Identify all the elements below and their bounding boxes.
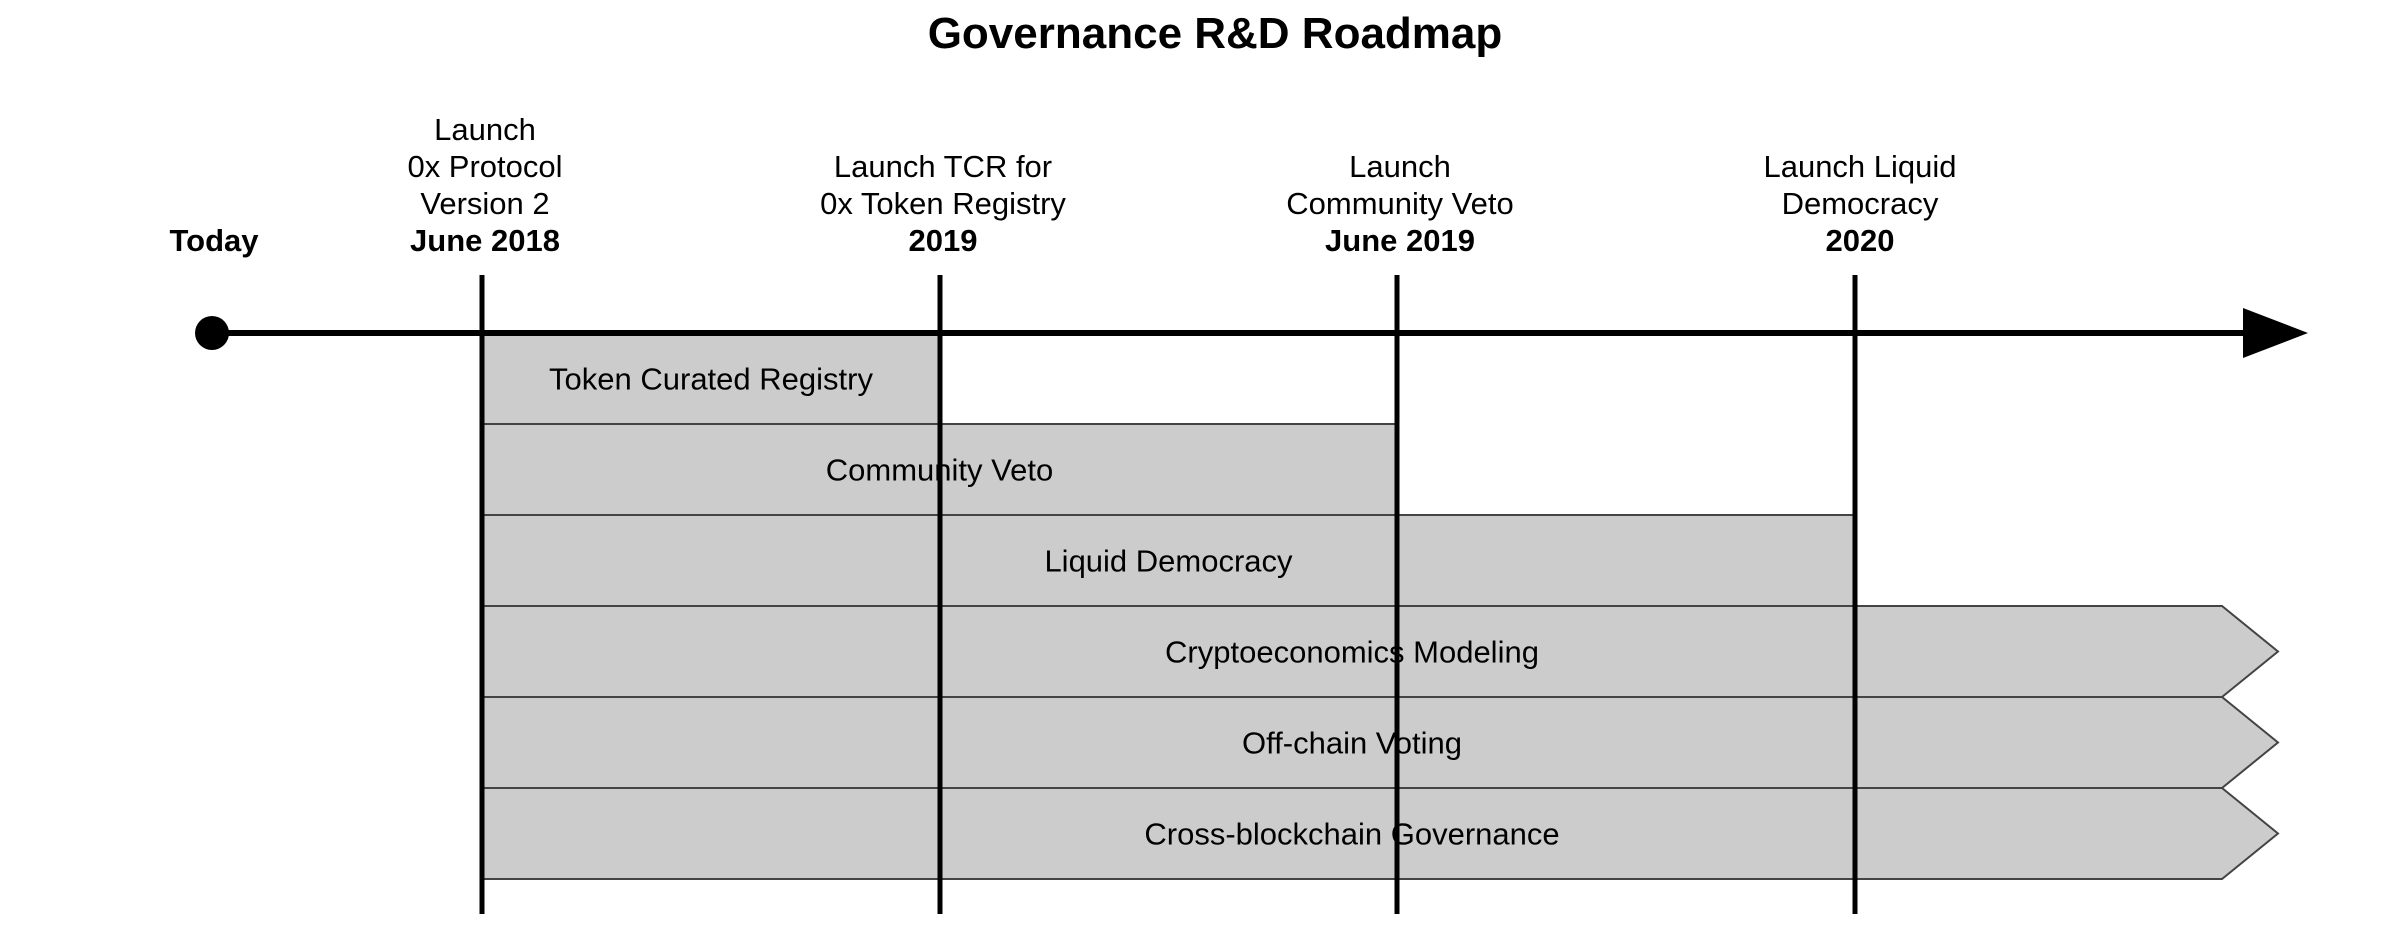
bar-label: Cryptoeconomics Modeling: [1165, 635, 1539, 670]
bar-label: Liquid Democracy: [1044, 544, 1293, 579]
milestone-date: 2020: [1826, 223, 1895, 258]
bar-label: Off-chain Voting: [1242, 726, 1462, 761]
diagram-title: Governance R&D Roadmap: [928, 9, 1503, 58]
milestone-ticks: [479, 275, 1858, 914]
bar-label: Cross-blockchain Governance: [1144, 817, 1559, 852]
milestone-label-line: 0x Protocol: [407, 149, 562, 184]
milestone-label-line: Launch: [1349, 149, 1451, 184]
timeline-axis: [195, 308, 2308, 358]
today-marker: [195, 316, 229, 350]
milestone-label-line: Launch Liquid: [1763, 149, 1956, 184]
milestone-label-line: Launch: [434, 112, 536, 147]
milestone-label-line: Launch TCR for: [834, 149, 1052, 184]
timeline-arrowhead: [2243, 308, 2308, 358]
milestone-date: June 2018: [410, 223, 560, 258]
milestone-label-line: Version 2: [420, 186, 549, 221]
milestone-label-line: 0x Token Registry: [820, 186, 1066, 221]
milestone-label-line: Democracy: [1782, 186, 1939, 221]
bar-1: [481, 332, 941, 425]
bar-3: [481, 514, 1856, 607]
milestone-label-line: Community Veto: [1286, 186, 1513, 221]
milestone-date: June 2019: [1325, 223, 1475, 258]
bar-label: Token Curated Registry: [549, 362, 873, 397]
milestone-date: 2019: [909, 223, 978, 258]
today-label: Today: [170, 223, 260, 258]
